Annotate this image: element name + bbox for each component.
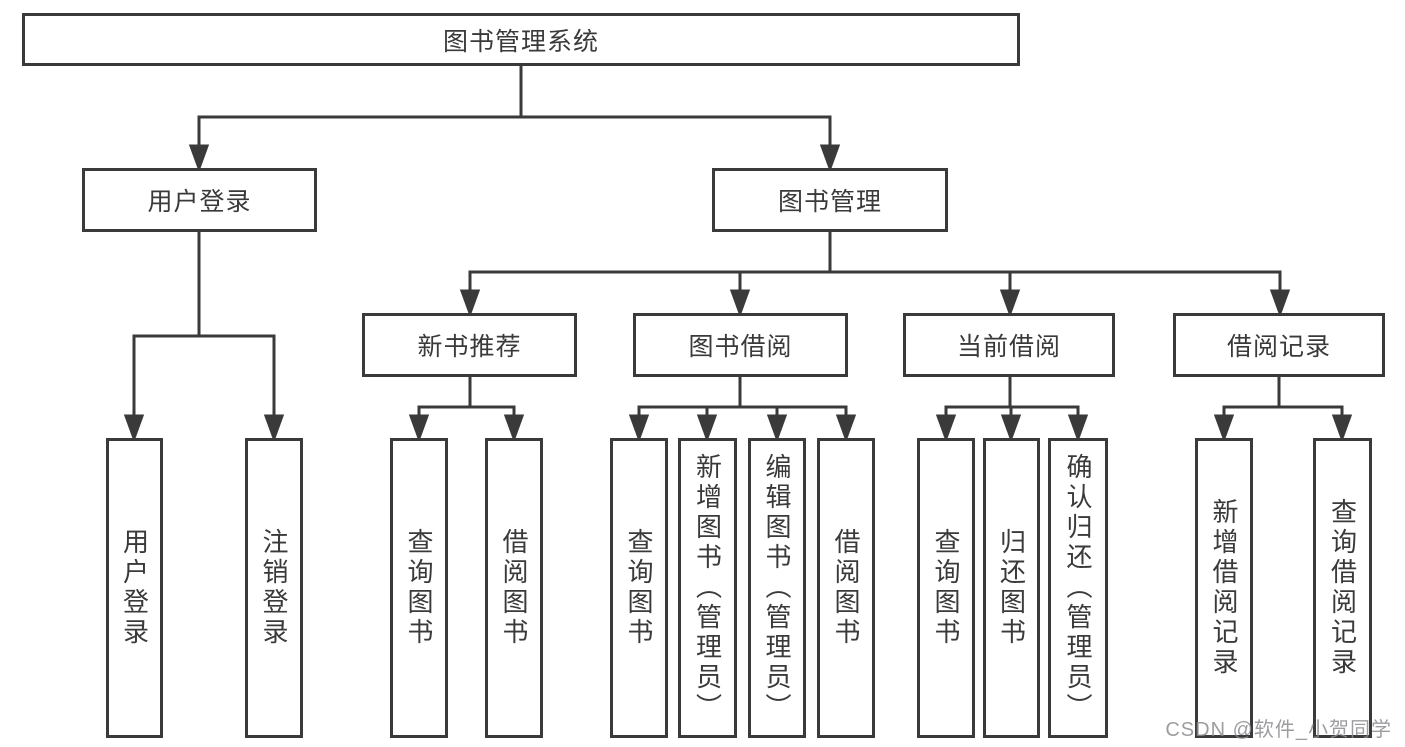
node-current-borrowing: 当前借阅 — [903, 313, 1115, 377]
node-book-borrowing: 图书借阅 — [633, 313, 848, 377]
leaf-label: 确认归还（管理员） — [1063, 453, 1093, 723]
leaf-confirm-return-admin: 确认归还（管理员） — [1048, 438, 1108, 738]
node-label: 图书管理 — [777, 188, 882, 216]
leaf-label: 用户登录 — [119, 528, 150, 648]
leaf-add-books-admin: 新增图书（管理员） — [678, 438, 737, 738]
node-new-book-recommend: 新书推荐 — [362, 313, 577, 377]
leaf-borrow-books: 借阅图书 — [817, 438, 875, 738]
node-label: 借阅记录 — [1226, 333, 1331, 361]
node-user-login: 用户登录 — [82, 168, 317, 232]
node-label: 新书推荐 — [417, 333, 522, 361]
node-library-management-system: 图书管理系统 — [22, 13, 1020, 66]
leaf-edit-books-admin: 编辑图书（管理员） — [748, 438, 806, 738]
leaf-label: 查询图书 — [624, 528, 654, 648]
leaf-return-books: 归还图书 — [983, 438, 1040, 738]
node-label: 当前借阅 — [956, 333, 1061, 361]
node-label: 图书管理系统 — [442, 27, 599, 56]
leaf-label: 归还图书 — [996, 528, 1027, 648]
leaf-label: 新增借阅记录 — [1209, 498, 1239, 678]
leaf-label: 借阅图书 — [831, 528, 861, 648]
leaf-label: 编辑图书（管理员） — [762, 453, 792, 723]
leaf-logout: 注销登录 — [245, 438, 303, 738]
leaf-label: 查询图书 — [931, 528, 961, 648]
node-borrowing-records: 借阅记录 — [1173, 313, 1385, 377]
node-label: 用户登录 — [147, 188, 252, 216]
leaf-label: 查询图书 — [404, 528, 434, 648]
leaf-query-books-current: 查询图书 — [917, 438, 975, 738]
leaf-label: 新增图书（管理员） — [692, 453, 723, 723]
watermark: CSDN @软件_小贺同学 — [1165, 719, 1392, 741]
node-book-management: 图书管理 — [712, 168, 948, 232]
leaf-query-books-borrowing: 查询图书 — [610, 438, 668, 738]
leaf-add-borrow-record: 新增借阅记录 — [1195, 438, 1253, 738]
leaf-query-borrow-record: 查询借阅记录 — [1313, 438, 1372, 738]
leaf-query-books-recommend: 查询图书 — [390, 438, 448, 738]
leaf-label: 查询借阅记录 — [1327, 498, 1358, 678]
leaf-user-login: 用户登录 — [106, 438, 163, 738]
leaf-label: 借阅图书 — [499, 528, 529, 648]
leaf-borrow-books-recommend: 借阅图书 — [485, 438, 543, 738]
node-label: 图书借阅 — [688, 333, 793, 361]
leaf-label: 注销登录 — [259, 528, 289, 648]
